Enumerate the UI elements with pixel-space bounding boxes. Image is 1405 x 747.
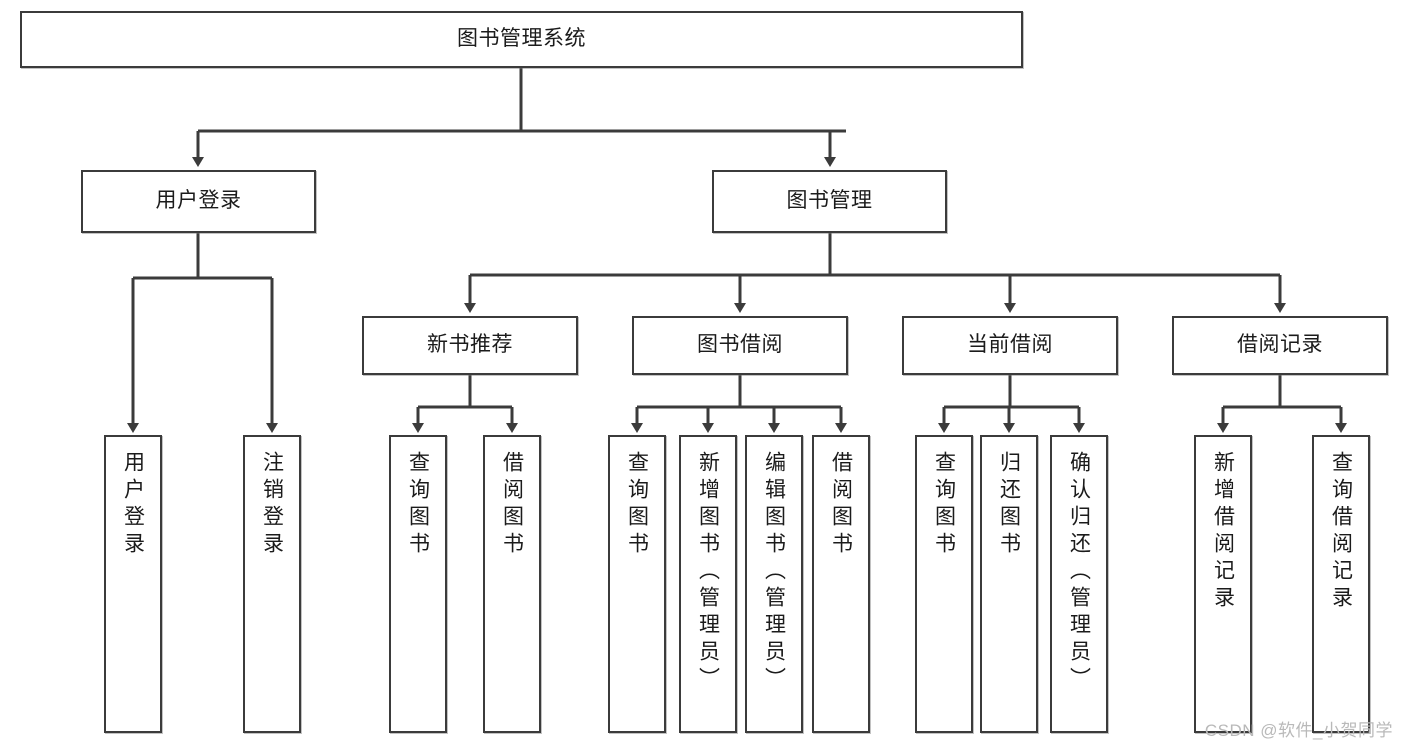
node-leaf-borrow-book[interactable]: 借阅图书	[812, 435, 870, 733]
node-level3-book-borrow[interactable]: 图书借阅	[632, 316, 848, 375]
node-label: 编辑图书（管理员）	[762, 451, 786, 694]
node-label: 借阅图书	[500, 451, 524, 559]
node-level3-current-borrow[interactable]: 当前借阅	[902, 316, 1118, 375]
node-label: 新书推荐	[427, 333, 513, 357]
node-label: 注销登录	[260, 451, 284, 559]
node-label: 查询图书	[932, 451, 956, 559]
node-label: 查询图书	[625, 451, 649, 559]
node-leaf-query-borrow-record[interactable]: 查询借阅记录	[1312, 435, 1370, 733]
node-label: 新增借阅记录	[1211, 451, 1235, 613]
node-label: 当前借阅	[967, 333, 1053, 357]
node-label: 借阅记录	[1237, 333, 1323, 357]
node-label: 查询借阅记录	[1329, 451, 1353, 613]
node-leaf-confirm-return-admin[interactable]: 确认归还（管理员）	[1050, 435, 1108, 733]
node-label: 确认归还（管理员）	[1067, 451, 1091, 694]
node-leaf-borrow-book-recommend[interactable]: 借阅图书	[483, 435, 541, 733]
node-level3-borrow-record[interactable]: 借阅记录	[1172, 316, 1388, 375]
node-leaf-query-book-current[interactable]: 查询图书	[915, 435, 973, 733]
node-label: 图书管理系统	[457, 27, 586, 51]
node-level3-new-book-recommend[interactable]: 新书推荐	[362, 316, 578, 375]
node-label: 用户登录	[155, 189, 242, 213]
node-level2-user-login[interactable]: 用户登录	[81, 170, 316, 233]
node-label: 查询图书	[406, 451, 430, 559]
node-leaf-query-book-borrow[interactable]: 查询图书	[608, 435, 666, 733]
node-leaf-user-login[interactable]: 用户登录	[104, 435, 162, 733]
node-label: 图书借阅	[697, 333, 783, 357]
node-root[interactable]: 图书管理系统	[20, 11, 1023, 68]
watermark: CSDN @软件_小贺同学	[1204, 721, 1393, 740]
node-label: 新增图书（管理员）	[696, 451, 720, 694]
node-level2-book-management[interactable]: 图书管理	[712, 170, 947, 233]
node-leaf-add-book-admin[interactable]: 新增图书（管理员）	[679, 435, 737, 733]
node-label: 归还图书	[997, 451, 1021, 559]
node-label: 用户登录	[121, 451, 145, 559]
node-label: 图书管理	[786, 189, 873, 213]
node-leaf-logout[interactable]: 注销登录	[243, 435, 301, 733]
node-leaf-return-book[interactable]: 归还图书	[980, 435, 1038, 733]
node-leaf-query-book-recommend[interactable]: 查询图书	[389, 435, 447, 733]
node-label: 借阅图书	[829, 451, 853, 559]
node-leaf-add-borrow-record[interactable]: 新增借阅记录	[1194, 435, 1252, 733]
node-leaf-edit-book-admin[interactable]: 编辑图书（管理员）	[745, 435, 803, 733]
